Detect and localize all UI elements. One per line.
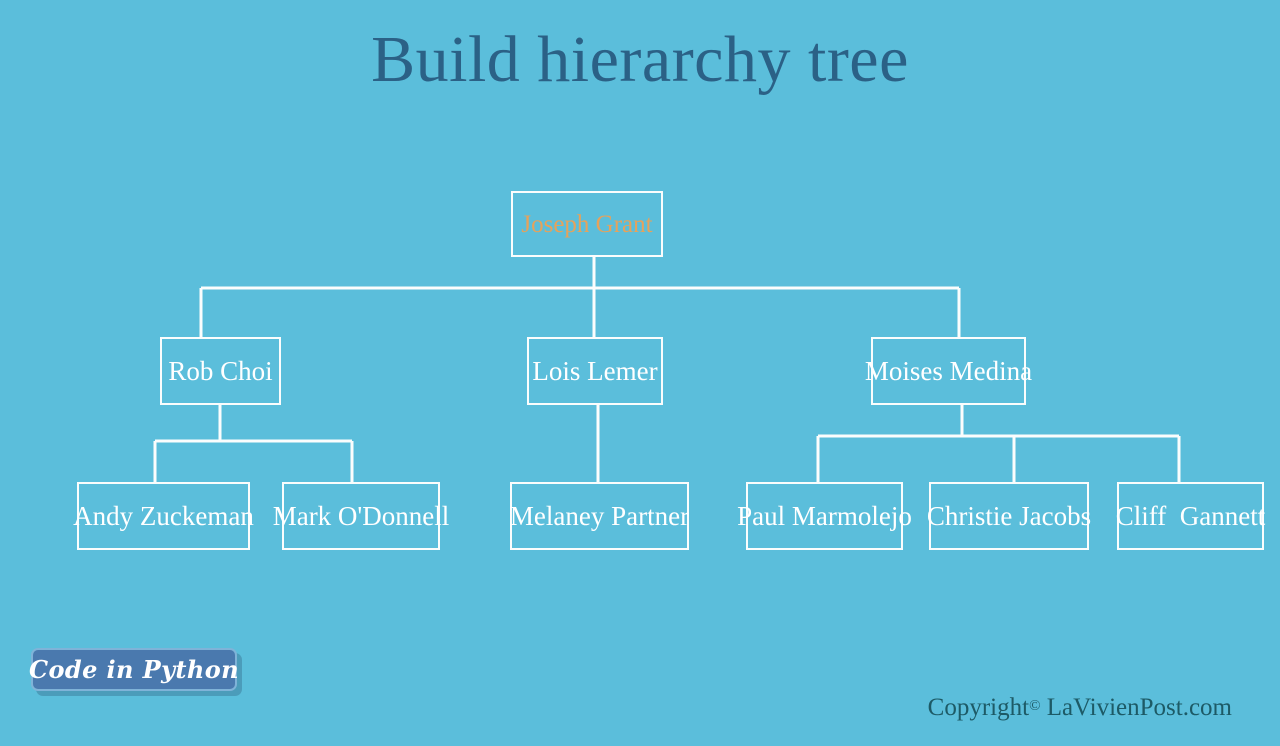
copyright-site: LaVivienPost.com — [1046, 694, 1232, 721]
tree-node-label: Melaney Partner — [509, 500, 690, 531]
tree-node-label: Andy Zuckeman — [73, 500, 254, 531]
copyright-symbol: © — [1029, 698, 1041, 714]
tree-node-label: Paul Marmolejo — [737, 500, 912, 531]
tree-node-lois[interactable]: Lois Lemer — [527, 337, 663, 405]
copyright-prefix: Copyright — [927, 694, 1030, 721]
tree-node-label: Joseph Grant — [521, 210, 653, 238]
tree-node-cliff[interactable]: Cliff Gannett — [1115, 482, 1266, 550]
tree-node-label: Moises Medina — [864, 355, 1033, 386]
page-title: Build hierarchy tree — [371, 23, 909, 96]
tree-node-joseph[interactable]: Joseph Grant — [511, 191, 663, 257]
code-in-python-label: Code in Python — [28, 654, 240, 684]
tree-node-rob[interactable]: Rob Choi — [160, 337, 281, 405]
tree-node-label: Lois Lemer — [532, 355, 658, 386]
tree-node-label: Mark O'Donnell — [272, 500, 450, 531]
tree-connectors — [153, 257, 1181, 482]
tree-node-andy[interactable]: Andy Zuckeman — [73, 482, 254, 550]
tree-node-christie[interactable]: Christie Jacobs — [926, 482, 1092, 550]
tree-node-label: Cliff Gannett — [1115, 500, 1266, 531]
tree-node-label: Christie Jacobs — [926, 500, 1092, 531]
copyright-text: Copyright© LaVivienPost.com — [903, 670, 1232, 745]
tree-node-moises[interactable]: Moises Medina — [865, 337, 1032, 405]
tree-node-label: Rob Choi — [168, 355, 273, 386]
tree-node-melaney[interactable]: Melaney Partner — [510, 482, 689, 550]
tree-node-paul[interactable]: Paul Marmolejo — [737, 482, 912, 550]
code-in-python-badge[interactable]: Code in Python — [28, 648, 240, 691]
tree-node-mark[interactable]: Mark O'Donnell — [273, 482, 449, 550]
